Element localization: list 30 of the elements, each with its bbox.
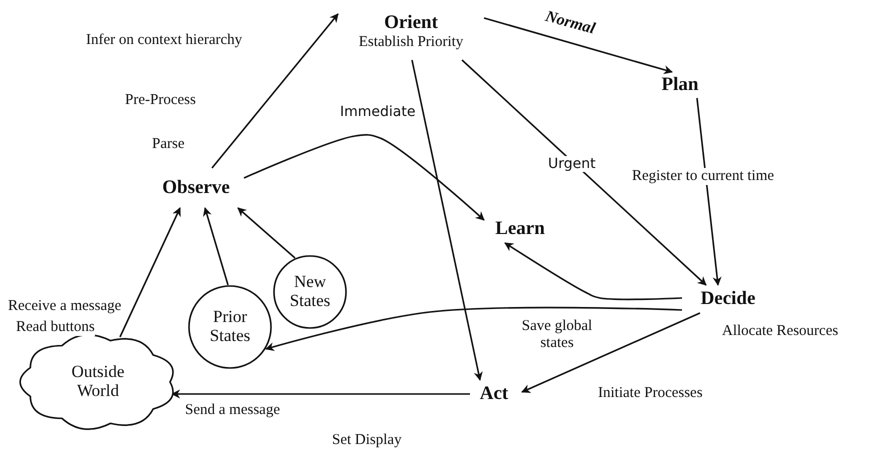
arrow bbox=[411, 60, 483, 381]
arrow bbox=[521, 312, 700, 393]
arrow bbox=[119, 207, 181, 338]
arrow bbox=[484, 17, 673, 74]
stage-title: Decide bbox=[700, 288, 756, 310]
annotation-text: Receive a message bbox=[8, 298, 122, 316]
arrow bbox=[203, 207, 229, 286]
state-label: New States bbox=[288, 273, 332, 311]
annotation-text: Set Display bbox=[332, 432, 402, 450]
stage-title: Plan bbox=[662, 74, 698, 96]
stage-title: Act bbox=[480, 383, 508, 405]
stage-title: Learn bbox=[495, 218, 545, 240]
annotation-text: Send a message bbox=[185, 402, 280, 420]
annotation-text: Register to current time bbox=[632, 168, 774, 186]
arrow bbox=[461, 59, 707, 286]
annotation-text: Read buttons bbox=[16, 319, 95, 336]
arrow bbox=[211, 13, 339, 168]
state-label: Prior States bbox=[208, 308, 252, 346]
arrow bbox=[504, 242, 682, 300]
edge-label: Urgent bbox=[548, 156, 596, 172]
stage-title: Orient bbox=[384, 12, 438, 34]
state-label: Outside World bbox=[70, 363, 126, 401]
arrow bbox=[696, 98, 722, 286]
arrow bbox=[237, 207, 296, 259]
arrow bbox=[171, 390, 470, 398]
arrow bbox=[265, 306, 682, 352]
stage-title: Observe bbox=[162, 177, 230, 199]
annotation-text: Infer on context hierarchy bbox=[86, 32, 242, 50]
stage-description: Establish Priority bbox=[358, 34, 464, 50]
arrow bbox=[244, 134, 485, 221]
